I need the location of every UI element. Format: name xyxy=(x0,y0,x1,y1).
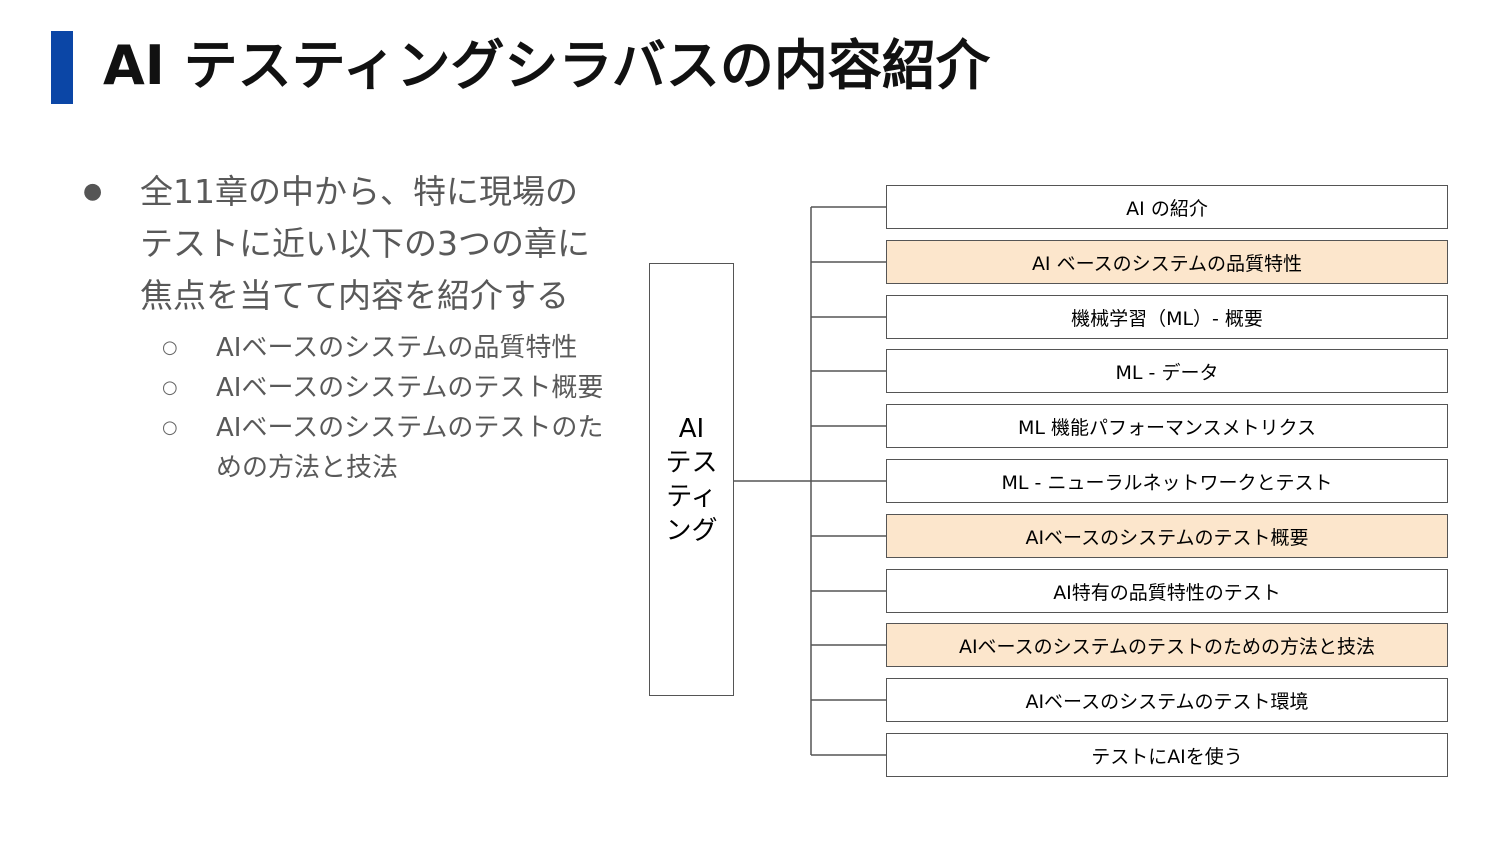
root-node-label: AI テス ティ ング xyxy=(664,412,720,548)
sub-bullet-item: ○ AIベースのシステムの品質特性 xyxy=(80,328,640,368)
sub-bullet-text: AIベースのシステムの品質特性 xyxy=(216,333,578,363)
sub-bullet-text: めの方法と技法 xyxy=(216,453,399,483)
sub-bullet-list: ○ AIベースのシステムの品質特性 ○ AIベースのシステムのテスト概要 ○ A… xyxy=(80,328,640,488)
chapter-box: AIベースのシステムのテストのための方法と技法 xyxy=(886,623,1448,667)
chapter-box: ML - ニューラルネットワークとテスト xyxy=(886,459,1448,503)
chapter-box: AIベースのシステムのテスト概要 xyxy=(886,514,1448,558)
title-accent-bar xyxy=(51,31,73,104)
circle-bullet-icon: ○ xyxy=(162,377,178,398)
sub-bullet-item: ○ AIベースのシステムのテストのた xyxy=(80,408,640,448)
main-bullet-line: 全11章の中から、特に現場の xyxy=(140,172,578,211)
circle-bullet-icon: ○ xyxy=(162,337,178,358)
circle-bullet-icon: ○ xyxy=(162,417,178,438)
root-label-line: テス xyxy=(665,447,718,478)
main-bullet-line: テストに近い以下の3つの章に xyxy=(140,224,590,263)
main-bullet-line: 焦点を当てて内容を紹介する xyxy=(140,276,569,315)
sub-bullet-item: ○ AIベースのシステムのテスト概要 xyxy=(80,368,640,408)
chapter-box: 機械学習（ML）- 概要 xyxy=(886,295,1448,339)
bullet-dot-icon: ● xyxy=(83,179,103,204)
chapter-box: ML 機能パフォーマンスメトリクス xyxy=(886,404,1448,448)
root-label-line: ング xyxy=(665,515,718,546)
sub-bullet-text: AIベースのシステムのテストのた xyxy=(216,413,604,443)
page-title: AI テスティングシラバスの内容紹介 xyxy=(103,34,990,97)
chapter-box: AI ベースのシステムの品質特性 xyxy=(886,240,1448,284)
main-bullet: ● 全11章の中から、特に現場の テストに近い以下の3つの章に 焦点を当てて内容… xyxy=(80,166,640,322)
chapter-box: AIベースのシステムのテスト環境 xyxy=(886,678,1448,722)
summary-bullets: ● 全11章の中から、特に現場の テストに近い以下の3つの章に 焦点を当てて内容… xyxy=(80,166,640,488)
sub-bullet-text: AIベースのシステムのテスト概要 xyxy=(216,373,604,403)
chapter-box: テストにAIを使う xyxy=(886,733,1448,777)
chapter-box: AI の紹介 xyxy=(886,185,1448,229)
chapter-box: AI特有の品質特性のテスト xyxy=(886,569,1448,613)
root-label-line: ティ xyxy=(666,481,717,512)
root-label-line: AI xyxy=(678,413,705,444)
chapter-box: ML - データ xyxy=(886,349,1448,393)
sub-bullet-item: めの方法と技法 xyxy=(80,448,640,488)
root-node-ai-testing: AI テス ティ ング xyxy=(649,263,734,696)
